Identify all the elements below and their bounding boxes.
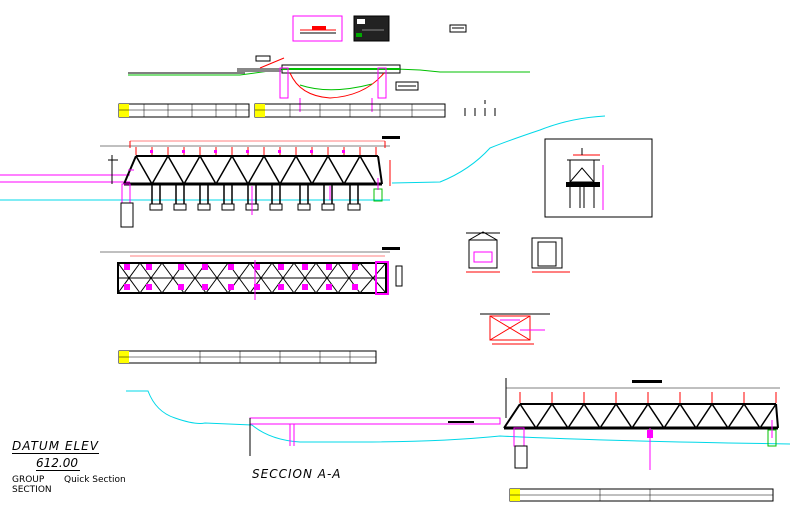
quick-section-label: Quick Section: [64, 475, 126, 485]
scale-ticks: [464, 100, 496, 116]
section-table: [509, 488, 774, 502]
thumbnail-photo: [353, 15, 390, 42]
datum-elevation-value: 612.00: [36, 456, 80, 471]
topographic-profile: [128, 55, 530, 112]
detail-front-elevation: [531, 237, 570, 273]
datum-elevation-title: DATUM ELEV: [12, 439, 99, 454]
truss-elevation: [0, 136, 400, 228]
group-label: GROUP: [12, 475, 45, 485]
truss-plan: [100, 247, 403, 300]
section-label: SECTION: [12, 485, 52, 495]
cross-section-detail: [544, 138, 653, 218]
profile-table-right: [254, 103, 446, 118]
river-line-lower: [126, 390, 791, 445]
river-line-upper: [391, 115, 606, 184]
section-a-a-title: SECCION A-A: [252, 467, 342, 481]
section-a-a: [249, 378, 780, 470]
profile-table-left: [118, 103, 250, 118]
plan-table: [118, 350, 377, 364]
detail-bearing: [480, 313, 550, 345]
thumbnail-location-plan: [292, 15, 343, 42]
detail-transverse-section: [466, 231, 500, 273]
thumbnail-note: [449, 24, 467, 33]
